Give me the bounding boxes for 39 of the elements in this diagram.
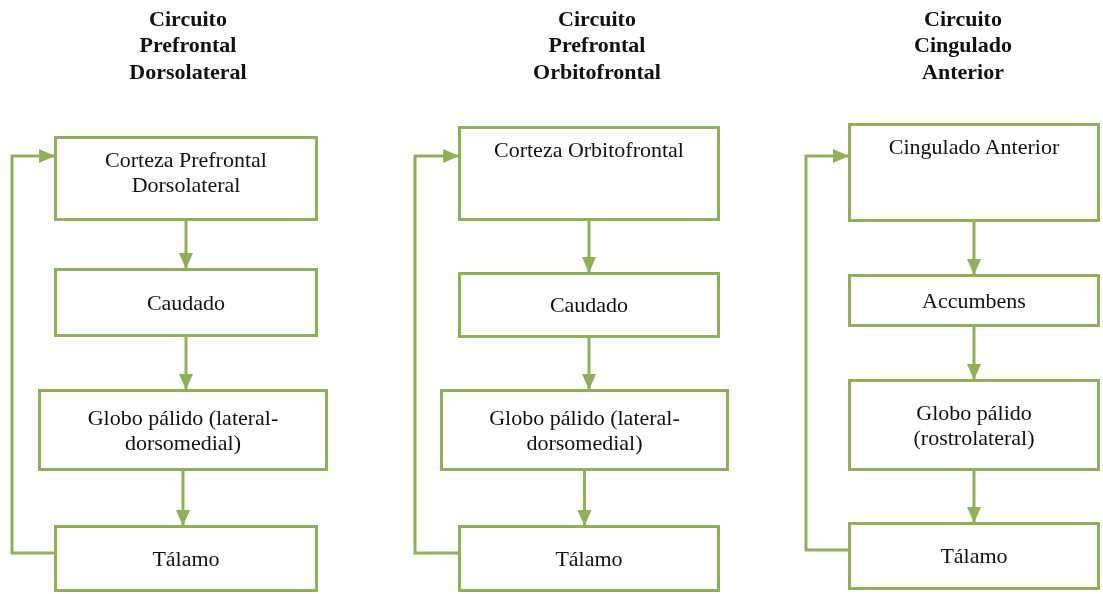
box-label: Tálamo (555, 545, 623, 572)
process-box (848, 379, 1100, 471)
arrow (804, 149, 849, 552)
arrow (179, 337, 193, 390)
arrow (413, 149, 459, 555)
arrow (176, 471, 190, 526)
process-box (848, 522, 1100, 590)
arrow (10, 149, 55, 555)
box-label: Cingulado Anterior (888, 134, 1060, 160)
column-heading: Circuito Prefrontal Orbitofrontal (532, 6, 662, 86)
arrow (179, 221, 193, 269)
process-box (38, 389, 328, 471)
box-label: Corteza Orbitofrontal (494, 137, 684, 163)
process-box (54, 136, 318, 221)
column-heading: Circuito Prefrontal Dorsolateral (128, 6, 248, 86)
box-label: Corteza Prefrontal Dorsolateral (104, 147, 268, 198)
arrow (582, 338, 596, 390)
arrow (967, 327, 981, 380)
arrow (967, 471, 981, 523)
box-label: Tálamo (152, 545, 220, 572)
process-box (458, 272, 720, 338)
column-heading: Circuito Cingulado Anterior (913, 6, 1013, 86)
arrow (967, 222, 981, 275)
process-box (848, 274, 1100, 327)
box-label: Globo pálido (lateral-dorsomedial) (488, 404, 681, 456)
box-label: Accumbens (922, 287, 1026, 314)
process-box (440, 389, 729, 471)
process-box (458, 525, 720, 592)
box-label: Caudado (549, 292, 629, 318)
process-box (54, 268, 318, 337)
box-label: Globo pálido (lateral-dorsomedial) (86, 404, 280, 456)
arrow (582, 221, 596, 273)
box-label: Globo pálido (rostrolateral) (912, 399, 1036, 451)
arrow (577, 471, 592, 526)
process-box (54, 525, 318, 592)
process-box (848, 123, 1100, 222)
process-box (458, 126, 720, 221)
box-label: Tálamo (940, 543, 1008, 569)
box-label: Caudado (146, 289, 226, 316)
